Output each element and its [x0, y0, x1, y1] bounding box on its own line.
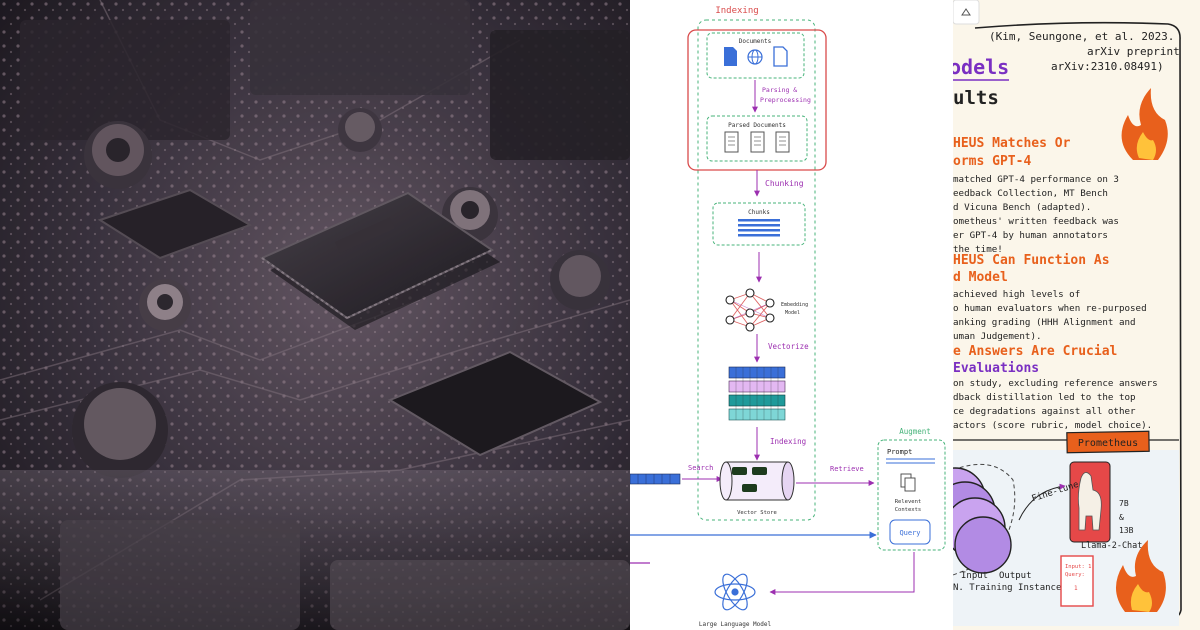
document-icon	[724, 47, 737, 66]
prometheus-note-svg: (Kim, Seungone, et al. 2023. arXiv prepr…	[953, 0, 1182, 626]
fire-icon	[1121, 88, 1168, 160]
augment-box	[877, 439, 946, 551]
heading-2-line-2: d Model	[953, 270, 1008, 285]
size-13b: 13B	[1119, 526, 1134, 535]
augment-label: Augment	[899, 427, 931, 436]
citation-line-2: arXiv preprint	[1087, 45, 1180, 58]
heading-2-line-1: HEUS Can Function As	[953, 253, 1110, 268]
fire-icon-bottom	[1115, 540, 1166, 612]
heading-3-line-2: Evaluations	[953, 361, 1039, 376]
section-title-models: odels	[953, 55, 1009, 79]
para-1-line-3: d Vicuna Bench (adapted).	[953, 202, 1091, 213]
toolbar-chip	[953, 0, 980, 25]
rag-diagram-svg: Indexing Documents Parsing & Preprocessi…	[630, 6, 946, 628]
rag-diagram: Indexing Documents Parsing & Preprocessi…	[630, 0, 953, 630]
base-model-label: Llama-2-Chat	[1081, 541, 1142, 551]
heading-1-line-1: HEUS Matches Or	[953, 136, 1071, 151]
llama-icon	[1069, 461, 1111, 543]
file-icon	[773, 46, 788, 67]
para-3-line-4: actors (score rubric, model choice).	[953, 420, 1152, 431]
para-2-line-3: anking grading (HHH Alignment and	[953, 317, 1136, 328]
retrieve-label: Retrieve	[830, 465, 864, 473]
relevant-contexts-1: Relevent	[895, 499, 922, 505]
sticky-line-2: Query:	[1065, 572, 1085, 578]
heading-3-line-1: e Answers Are Crucial	[953, 344, 1117, 359]
parsing-label-1: Parsing &	[762, 86, 797, 94]
circuit-board-photo	[0, 0, 630, 630]
circuit-board-image	[0, 0, 630, 630]
citation-line-3: arXiv:2310.08491)	[1051, 60, 1164, 73]
para-2-line-4: uman Judgement).	[953, 331, 1042, 342]
relevant-contexts-2: Contexts	[895, 507, 922, 513]
training-label: N. Training Instances	[953, 583, 1067, 593]
chunks-icon	[738, 219, 780, 237]
para-1-line-4: ometheus' written feedback was	[953, 216, 1119, 227]
para-3-line-1: on study, excluding reference answers	[953, 378, 1158, 389]
heading-1-line-2: orms GPT-4	[953, 154, 1031, 169]
size-7b: 7B	[1119, 499, 1129, 508]
atom-icon	[714, 573, 756, 611]
documents-label: Documents	[739, 38, 772, 45]
search-label: Search	[688, 464, 713, 472]
prometheus-note: (Kim, Seungone, et al. 2023. arXiv prepr…	[953, 0, 1200, 630]
para-3-line-2: dback distillation led to the top	[953, 392, 1136, 403]
input-label: Input	[961, 571, 988, 581]
parsed-documents-label: Parsed Documents	[728, 122, 786, 129]
sticky-line-1: Input: 1	[1065, 564, 1092, 570]
prompt-lines	[886, 458, 935, 464]
section-title-results: ults	[953, 87, 999, 109]
vector-store-icon	[719, 461, 795, 501]
indexing-title: Indexing	[715, 6, 758, 16]
neural-network-icon	[725, 288, 775, 332]
para-3-line-3: ce degradations against all other	[953, 406, 1136, 417]
vector-store-label: Vector Store	[737, 510, 777, 516]
citation-line-1: (Kim, Seungone, et al. 2023.	[989, 30, 1174, 43]
parsed-doc-icons	[724, 131, 790, 153]
output-label: Output	[999, 571, 1032, 581]
embedding-label-1: Embedding	[781, 302, 808, 308]
chunks-box	[712, 202, 806, 246]
globe-icon	[747, 49, 763, 65]
query-box	[889, 519, 931, 545]
training-instances-stack	[953, 467, 1012, 574]
parsing-label-2: Preprocessing	[760, 96, 811, 104]
para-2-line-2: o human evaluators when re-purposed	[953, 303, 1147, 314]
query-vector	[630, 473, 681, 485]
prompt-label: Prompt	[887, 448, 912, 456]
para-1-line-6: the time!	[953, 244, 1003, 255]
sticky-note	[1060, 555, 1094, 607]
query-label: Query	[899, 529, 920, 537]
chunking-label: Chunking	[765, 179, 804, 188]
documents-box	[706, 32, 805, 79]
contexts-icon	[900, 473, 916, 492]
vectorize-label: Vectorize	[768, 342, 809, 351]
para-1-line-1: matched GPT-4 performance on 3	[953, 174, 1119, 185]
indexing-lane	[697, 19, 816, 521]
indexing-label: Indexing	[770, 437, 806, 446]
parsed-documents-box	[706, 115, 808, 162]
para-1-line-2: eedback Collection, MT Bench	[953, 188, 1108, 199]
sticky-line-3: 1	[1074, 585, 1078, 592]
llm-label: Large Language Model	[699, 621, 772, 628]
arrow-to-llm	[769, 552, 915, 595]
para-2-line-1: achieved high levels of	[953, 289, 1080, 300]
para-1-line-5: er GPT-4 by human annotators	[953, 230, 1108, 241]
prometheus-tag	[1066, 430, 1150, 454]
embedding-label-2: Model	[785, 310, 800, 316]
size-and: &	[1119, 513, 1124, 522]
tool-icon	[961, 8, 971, 16]
chunks-label: Chunks	[748, 209, 770, 216]
prometheus-label: Prometheus	[1078, 438, 1138, 449]
